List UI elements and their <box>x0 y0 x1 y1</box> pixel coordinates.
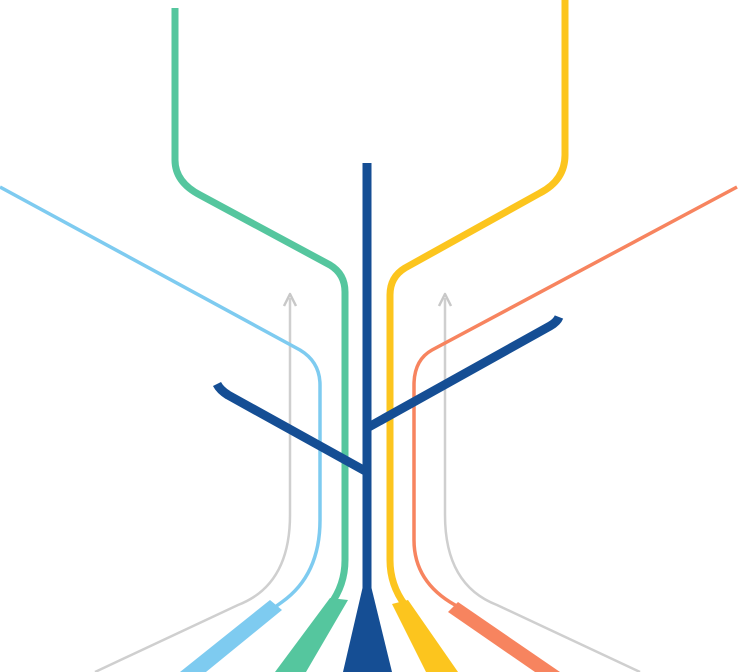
coral-path-end <box>448 602 560 672</box>
yellow-path-end <box>392 600 458 672</box>
gray-path-left <box>94 298 292 672</box>
green-path <box>171 8 349 608</box>
coral-path <box>412 185 738 672</box>
light-blue-path <box>0 185 322 672</box>
navy-branch-right <box>364 315 564 432</box>
navy-trunk <box>362 163 372 588</box>
light-blue-path-end <box>180 600 282 672</box>
arrow-up-icon <box>282 292 298 307</box>
navy-trunk-base <box>343 588 392 672</box>
green-path-end <box>275 598 348 672</box>
yellow-path <box>386 0 569 608</box>
arrow-up-icon <box>437 292 453 307</box>
navy-branch-left <box>212 381 370 476</box>
gray-path-right <box>443 298 641 672</box>
